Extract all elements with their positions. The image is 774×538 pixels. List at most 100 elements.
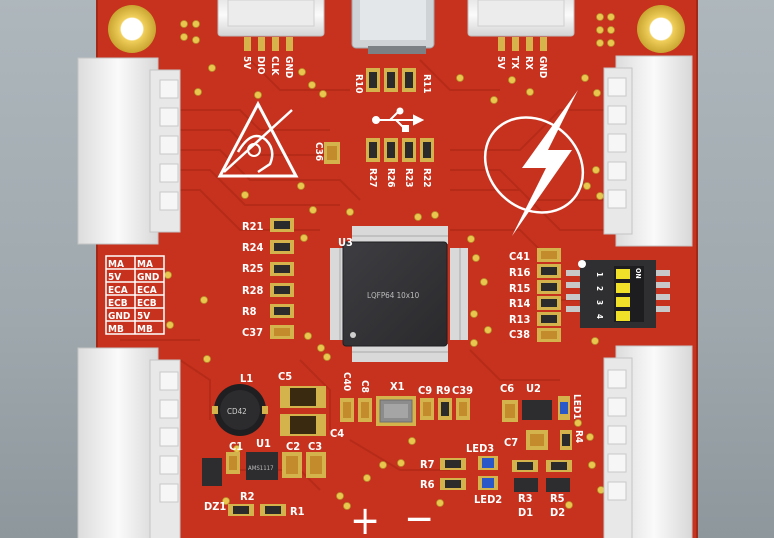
pin-table-3-0: ECB bbox=[108, 298, 128, 309]
pin-table-4-1: 5V bbox=[137, 311, 150, 322]
polarity-minus: − bbox=[404, 496, 434, 538]
top-right-connector bbox=[467, 0, 575, 51]
left-connector-top bbox=[77, 57, 181, 245]
pin-table-1-1: GND bbox=[137, 272, 159, 283]
dip-pos-1: 1 bbox=[595, 272, 604, 277]
pin-table-2-0: ECA bbox=[108, 285, 128, 296]
chip-label: LQFP64 10x10 bbox=[367, 291, 420, 300]
ref-u2: U2 bbox=[526, 382, 541, 395]
dip-on-label: ON bbox=[634, 268, 642, 279]
ref-x1: X1 bbox=[390, 380, 405, 393]
ref-r13: R13 bbox=[509, 313, 531, 326]
pin-table-5-1: MB bbox=[137, 324, 153, 335]
ref-c3: C3 bbox=[308, 440, 322, 453]
pin-label-tr-4: GND bbox=[537, 56, 548, 78]
ref-c36: C36 bbox=[313, 142, 324, 161]
pin-table-2-1: ECA bbox=[137, 285, 157, 296]
silkscreen-labels: 5V DIO CLK GND 5V TX RX GND R10 R11 R27 … bbox=[108, 56, 642, 538]
ref-r24: R24 bbox=[242, 241, 264, 254]
right-connector-bottom bbox=[603, 345, 693, 538]
ref-d1: D1 bbox=[518, 506, 533, 519]
ref-r6: R6 bbox=[420, 478, 435, 491]
polarity-plus: + bbox=[350, 498, 380, 538]
ref-r2: R2 bbox=[240, 490, 255, 503]
ref-c8: C8 bbox=[359, 380, 370, 393]
ref-r3: R3 bbox=[518, 492, 533, 505]
dip-pos-2: 2 bbox=[595, 286, 604, 291]
esd-warning-icon bbox=[217, 100, 299, 178]
tantalum-caps bbox=[280, 386, 326, 436]
pin-table-1-0: 5V bbox=[108, 272, 121, 283]
ref-c5: C5 bbox=[278, 370, 292, 383]
ref-r7: R7 bbox=[420, 458, 435, 471]
pin-label-tr-2: TX bbox=[509, 56, 520, 69]
left-resistor-column bbox=[270, 218, 294, 339]
dip-switch[interactable] bbox=[566, 260, 670, 328]
c40-c8-caps bbox=[340, 398, 372, 422]
ref-c6: C6 bbox=[500, 382, 514, 395]
c36-capacitor bbox=[324, 142, 340, 164]
usb-resistors bbox=[366, 138, 434, 162]
led-region bbox=[440, 456, 572, 492]
pin-label-tr-3: RX bbox=[523, 56, 534, 70]
inductor-l1 bbox=[212, 384, 268, 436]
ref-r27: R27 bbox=[367, 168, 378, 187]
ref-c40: C40 bbox=[341, 372, 352, 391]
inductor-label: CD42 bbox=[227, 407, 247, 416]
main-mcu-chip bbox=[330, 226, 468, 362]
u2-region bbox=[502, 396, 572, 450]
usb-connector bbox=[351, 0, 435, 54]
pin-table-0-1: MA bbox=[137, 259, 153, 270]
regulator-label: AMS1117 bbox=[248, 465, 274, 472]
ref-r26: R26 bbox=[385, 168, 396, 187]
ref-led1: LED1 bbox=[571, 394, 582, 420]
ref-r14: R14 bbox=[509, 297, 531, 310]
pin-table-5-0: MB bbox=[108, 324, 124, 335]
crystal-x1 bbox=[376, 396, 416, 426]
ref-l1: L1 bbox=[240, 372, 253, 385]
ref-r10: R10 bbox=[353, 74, 364, 93]
ref-c7: C7 bbox=[504, 436, 518, 449]
dip-pos-3: 3 bbox=[595, 300, 604, 305]
ref-r23: R23 bbox=[403, 168, 414, 187]
right-connector-top bbox=[603, 55, 693, 247]
pin-label-tl-3: CLK bbox=[269, 56, 280, 76]
dip-pos-4: 4 bbox=[595, 314, 604, 319]
lightning-logo-icon bbox=[483, 90, 585, 236]
ref-dz1: DZ1 bbox=[204, 500, 226, 513]
pin-label-tl-4: GND bbox=[283, 56, 294, 78]
regulator-u1 bbox=[202, 452, 326, 516]
pin-label-tr-1: 5V bbox=[495, 56, 506, 69]
top-left-connector bbox=[217, 0, 325, 51]
ref-c41: C41 bbox=[509, 250, 530, 263]
ref-r25: R25 bbox=[242, 262, 264, 275]
ref-r16: R16 bbox=[509, 266, 531, 279]
ref-r8: R8 bbox=[242, 305, 257, 318]
ref-r15: R15 bbox=[509, 282, 531, 295]
ref-c4: C4 bbox=[330, 427, 344, 440]
ref-r1: R1 bbox=[290, 505, 305, 518]
ref-led3: LED3 bbox=[466, 442, 494, 455]
ref-r4: R4 bbox=[573, 430, 584, 443]
ref-r28: R28 bbox=[242, 284, 264, 297]
ref-u1: U1 bbox=[256, 437, 271, 450]
ref-c1: C1 bbox=[229, 440, 243, 453]
ref-d2: D2 bbox=[550, 506, 565, 519]
ref-c9: C9 bbox=[418, 384, 432, 397]
ref-c2: C2 bbox=[286, 440, 300, 453]
right-resistor-column bbox=[537, 248, 561, 342]
pin-table bbox=[105, 255, 165, 335]
ref-led2: LED2 bbox=[474, 493, 502, 506]
ref-r11: R11 bbox=[421, 74, 432, 93]
mounting-holes bbox=[108, 5, 685, 53]
pin-table-3-1: ECB bbox=[137, 298, 157, 309]
ref-r22: R22 bbox=[421, 168, 432, 187]
ref-r5: R5 bbox=[550, 492, 565, 505]
pin-table-4-0: GND bbox=[108, 311, 130, 322]
pin-table-0-0: MA bbox=[108, 259, 124, 270]
ref-r21: R21 bbox=[242, 220, 264, 233]
r10-r11-resistors bbox=[366, 68, 416, 92]
pin-label-tl-2: DIO bbox=[255, 56, 266, 75]
ref-u3: U3 bbox=[338, 236, 353, 249]
